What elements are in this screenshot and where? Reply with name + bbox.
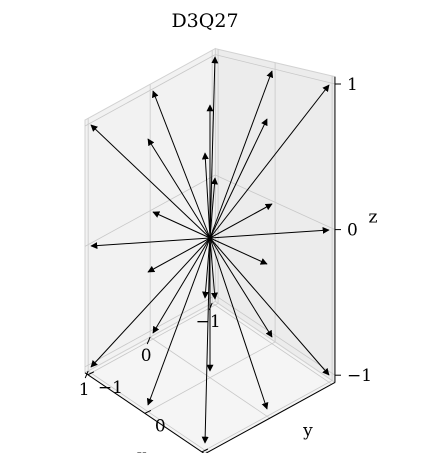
arrow-1_-1_0 <box>90 237 211 250</box>
arrow--1_0_-1 <box>209 237 273 338</box>
y-axis-line <box>205 382 336 453</box>
x-axis-label: x <box>137 446 147 453</box>
z-tick-label: 1 <box>347 75 358 95</box>
arrow-0_-1_0 <box>152 211 211 239</box>
velocity-arrows <box>90 56 330 444</box>
arrow--1_1_0 <box>209 226 330 239</box>
arrow-1_0_-1 <box>146 237 211 406</box>
grid-line <box>84 174 216 247</box>
y-tick-mark <box>201 448 209 453</box>
grid-line <box>144 341 276 414</box>
grid-line <box>84 54 216 127</box>
arrow-1_-1_1 <box>90 124 211 239</box>
arrow-0_1_0 <box>209 237 268 265</box>
y-tick-mark <box>87 371 95 376</box>
grid-lines <box>84 49 336 453</box>
grid-line <box>215 54 336 85</box>
arrow-0_-1_-1 <box>152 237 211 334</box>
x-tick-label: 1 <box>79 380 90 400</box>
arrow-1_0_1 <box>147 138 211 239</box>
tick-labels: 10−1−10110−1xyz <box>79 75 378 453</box>
x-tick-mark <box>146 336 151 345</box>
x-tick-mark <box>208 302 213 311</box>
x-tick-label: 0 <box>141 346 152 366</box>
z-tick-label: 0 <box>347 221 358 241</box>
arrow-0_1_-1 <box>209 237 269 410</box>
grid-line <box>201 380 333 453</box>
z-axis-label: z <box>369 208 378 228</box>
grid-line <box>215 174 336 230</box>
arrow-0_1_1 <box>209 118 268 239</box>
x-tick-mark <box>84 370 89 379</box>
arrow-1_1_0 <box>202 237 211 299</box>
arrow-1_1_1 <box>201 152 211 239</box>
y-tick-label: −1 <box>98 378 123 398</box>
arrow-1_-1_-1 <box>90 237 211 368</box>
arrow--1_-1_-1 <box>209 237 218 300</box>
arrow--1_1_1 <box>209 84 330 239</box>
arrow--1_1_-1 <box>209 237 330 376</box>
arrow-1_1_-1 <box>201 237 211 444</box>
y-tick-mark <box>144 409 152 414</box>
chart-title: D3Q27 <box>171 10 238 32</box>
y-axis-label: y <box>302 421 313 441</box>
x-tick-label: −1 <box>196 312 221 332</box>
z-tick-label: −1 <box>347 366 372 386</box>
arrow--1_0_1 <box>209 70 274 239</box>
arrow--1_0_0 <box>209 203 273 239</box>
arrow--1_-1_0 <box>209 177 218 239</box>
arrow-1_0_0 <box>147 237 211 273</box>
arrow-0_-1_1 <box>152 90 211 239</box>
arrow--1_-1_1 <box>209 56 219 239</box>
y-tick-label: 0 <box>155 416 166 436</box>
